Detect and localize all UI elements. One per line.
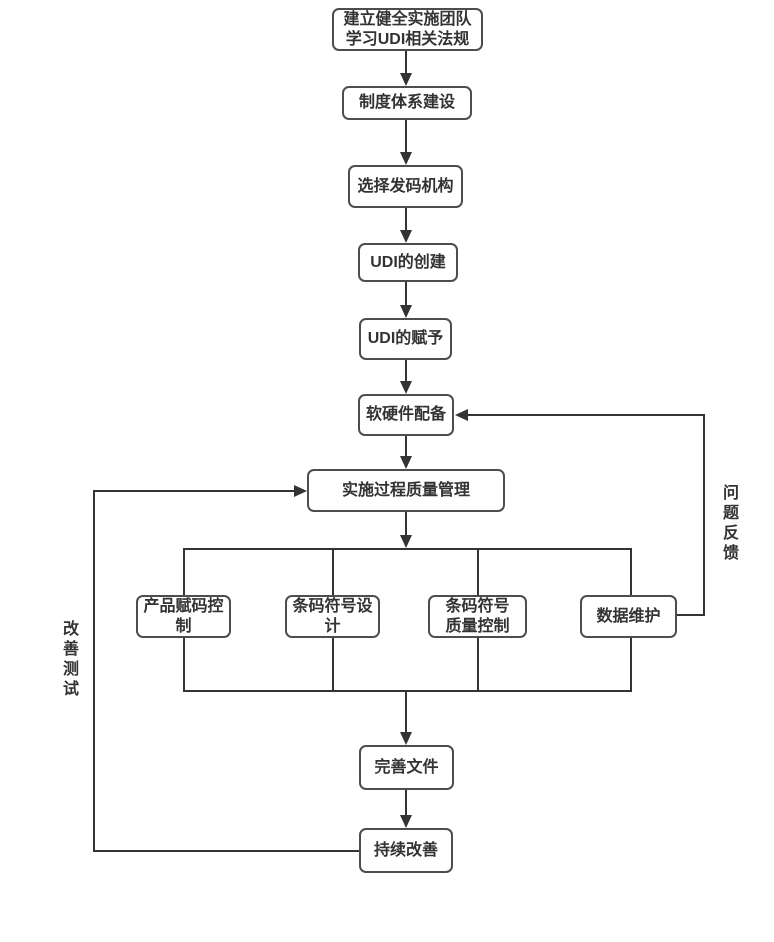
edge-label-improvement-test: 改善测试 [60,620,77,700]
edge-branches-to-docs-line [405,692,407,734]
arrowhead-into-quality-left [294,485,307,497]
feedback-right-vertical-line [703,414,705,616]
edge-agency-to-create-line [405,208,407,232]
arrowhead-into-hardware-right [455,409,468,421]
arrowhead-into-hardware [400,381,412,394]
arrowhead-into-quality [400,456,412,469]
edge-docs-to-improve-line [405,790,407,817]
node-udi-create-label: UDI的创建 [370,253,446,271]
arrowhead-into-create [400,230,412,243]
branch-bottom-bar [183,690,632,692]
arrowhead-into-assign [400,305,412,318]
node-perfect-docs: 完善文件 [359,745,454,790]
node-product-coding: 产品赋码控 制 [136,595,231,638]
node-udi-create: UDI的创建 [358,243,458,282]
edge-label-problem-feedback: 问题反馈 [720,484,737,564]
edge-hardware-to-quality-line [405,436,407,458]
node-udi-assign-label: UDI的赋予 [367,330,444,347]
feedback-right-bottom-line [677,614,705,616]
node-process-quality: 实施过程质量管理 [307,469,505,512]
feedback-right-top-line [468,414,705,416]
node-select-agency-label: 选择发码机构 [357,177,454,195]
arrowhead-into-branch-bar [400,535,412,548]
node-data-maintenance-label: 数据维护 [596,607,661,625]
arrowhead-into-docs [400,732,412,745]
edge-create-to-assign-line [405,282,407,307]
node-product-coding-label: 产品赋码控 制 [143,597,224,635]
node-process-quality-label: 实施过程质量管理 [341,481,470,499]
node-hardware-software: 软硬件配备 [358,394,454,436]
node-build-team: 建立健全实施团队 学习UDI相关法规 [332,8,483,51]
node-system-building: 制度体系建设 [342,86,472,120]
node-build-team-label: 建立健全实施团队 学习UDI相关法规 [343,10,472,48]
node-hardware-software-label: 软硬件配备 [365,406,446,423]
node-system-building-label: 制度体系建设 [358,94,455,111]
branch-top-bar [183,548,632,550]
arrowhead-into-agency [400,152,412,165]
node-barcode-quality: 条码符号 质量控制 [428,595,527,638]
feedback-left-top-line [94,490,294,492]
feedback-left-vertical-line [93,490,95,852]
feedback-left-bottom-line [94,850,359,852]
edge-team-to-system-line [405,51,407,75]
edge-assign-to-hardware-line [405,360,407,383]
edge-system-to-agency-line [405,120,407,154]
node-data-maintenance: 数据维护 [580,595,677,638]
node-perfect-docs-label: 完善文件 [374,758,439,776]
edge-quality-to-branches-line [405,512,407,537]
node-udi-assign: UDI的赋予 [359,318,452,360]
node-barcode-quality-label: 条码符号 质量控制 [445,597,510,635]
node-select-agency: 选择发码机构 [348,165,463,208]
arrowhead-into-improve [400,815,412,828]
node-barcode-design-label: 条码符号设 计 [292,597,373,635]
node-barcode-design: 条码符号设 计 [285,595,380,638]
arrowhead-into-system [400,73,412,86]
node-continuous-improve: 持续改善 [359,828,453,873]
node-continuous-improve-label: 持续改善 [373,841,438,859]
